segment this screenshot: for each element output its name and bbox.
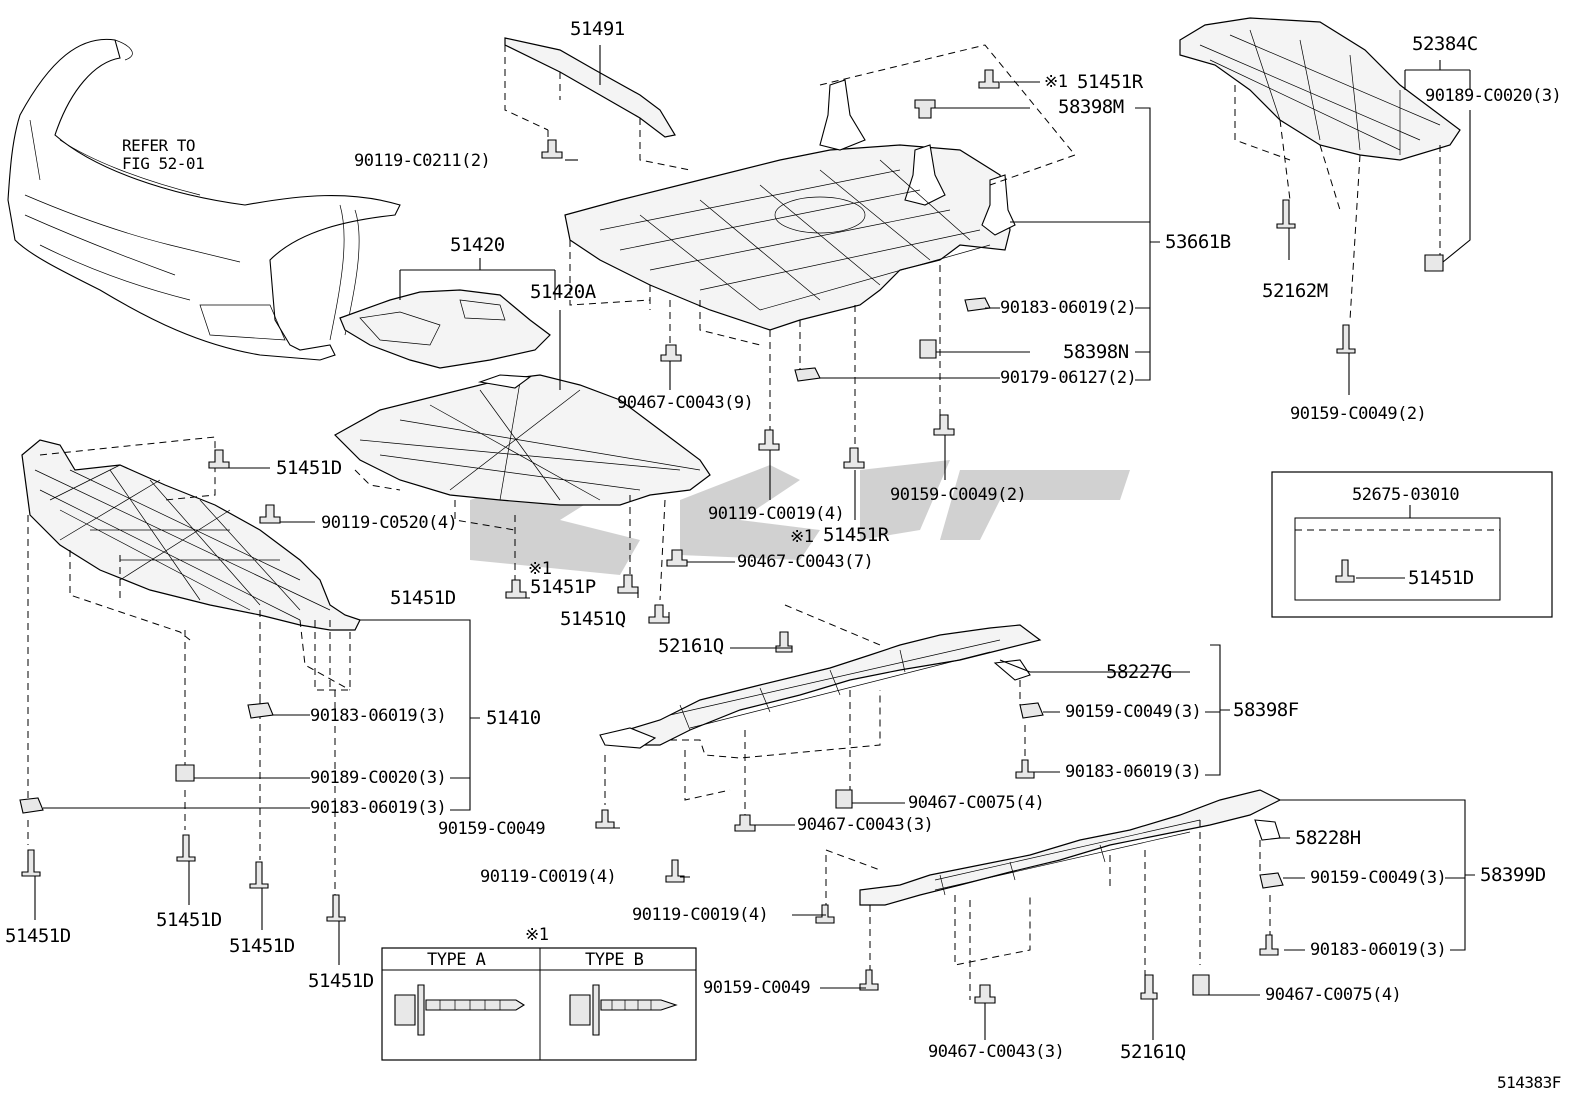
- label-90183-06019-3-c: 90183-06019(3): [1065, 762, 1202, 782]
- label-90467-c0043-3-b: 90467-C0043(3): [928, 1042, 1065, 1062]
- label-90119-c0520: 90119-C0520(4): [321, 513, 458, 533]
- part-58399d: [859, 789, 1282, 906]
- refer-note-line1: REFER TO: [122, 136, 196, 155]
- type-a-header: TYPE A: [427, 950, 486, 970]
- label-58399d: 58399D: [1480, 864, 1546, 886]
- label-90467-c0075-4-b: 90467-C0075(4): [1265, 985, 1402, 1005]
- label-51451d-left-4: 51451D: [308, 970, 374, 992]
- guide-51410-screws: [214, 465, 271, 510]
- note-mark-mid: ※1: [790, 527, 814, 547]
- label-90467-c0043-3-a: 90467-C0043(3): [797, 815, 934, 835]
- label-90467-c0075-4-a: 90467-C0075(4): [908, 793, 1045, 813]
- note-mark-top: ※1: [1044, 72, 1068, 92]
- label-90183-06019-2: 90183-06019(2): [1000, 298, 1137, 318]
- leader-lines: [34, 45, 1475, 1040]
- label-58398n: 58398N: [1063, 341, 1129, 363]
- label-90189-c0020-3-top: 90189-C0020(3): [1425, 86, 1562, 106]
- label-90119-c0019-4-b: 90119-C0019(4): [480, 867, 617, 887]
- part-58398f: [599, 624, 1042, 749]
- part-52384c: [1179, 17, 1461, 321]
- label-90119-c0019-4-c: 90119-C0019(4): [632, 905, 769, 925]
- label-90467-c0043-9: 90467-C0043(9): [617, 393, 754, 413]
- label-58398m: 58398M: [1058, 96, 1124, 118]
- type-b-header: TYPE B: [585, 950, 644, 970]
- label-90159-c0049-b: 90159-C0049: [703, 978, 811, 998]
- part-53661b: [564, 79, 1016, 331]
- label-90189-c0020-3-left: 90189-C0020(3): [310, 768, 447, 788]
- label-58227g: 58227G: [1106, 661, 1172, 683]
- label-53661b: 53661B: [1165, 231, 1231, 253]
- inset-box: [1271, 471, 1553, 618]
- fasteners: [19, 69, 1444, 1004]
- part-51410: [21, 439, 361, 631]
- label-51451r-top: 51451R: [1077, 71, 1143, 93]
- label-51451d-left-2: 51451D: [156, 909, 222, 931]
- label-51420a: 51420A: [530, 281, 596, 303]
- label-51491: 51491: [570, 18, 625, 40]
- inset-fastener-label: 51451D: [1408, 567, 1474, 589]
- label-90159-c0049-2-mid: 90159-C0049(2): [890, 485, 1027, 505]
- part-51420: [339, 289, 551, 369]
- label-90467-c0043-7: 90467-C0043(7): [737, 552, 874, 572]
- diagram-code: 514383F: [1497, 1073, 1561, 1092]
- label-58228h: 58228H: [1295, 827, 1361, 849]
- label-52161q-bottom: 52161Q: [1120, 1041, 1186, 1063]
- inset-part-number: 52675-03010: [1352, 485, 1460, 505]
- label-90159-c0049-a: 90159-C0049: [438, 819, 546, 839]
- guide-58398f: [604, 604, 1026, 815]
- label-90179-06127: 90179-06127(2): [1000, 368, 1137, 388]
- label-51451q: 51451Q: [560, 608, 626, 630]
- label-90159-c0049-3-b: 90159-C0049(3): [1310, 868, 1447, 888]
- label-51451p: 51451P: [530, 576, 596, 598]
- label-90159-c0049-2-right: 90159-C0049(2): [1290, 404, 1427, 424]
- guide-58399d: [825, 820, 1271, 1000]
- part-51491: [504, 37, 691, 171]
- label-51451d-mid: 51451D: [390, 587, 456, 609]
- guide-53661b-top: [819, 44, 1076, 186]
- label-51451r-mid: 51451R: [823, 524, 889, 546]
- part-51420a: [334, 374, 711, 506]
- label-90183-06019-3-b: 90183-06019(3): [310, 798, 447, 818]
- label-51420: 51420: [450, 234, 505, 256]
- label-58398f: 58398F: [1233, 699, 1299, 721]
- guide-53661b-bottom: [569, 240, 941, 460]
- label-51451d-top: 51451D: [276, 457, 342, 479]
- label-51410: 51410: [486, 707, 541, 729]
- type-table-note-mark: ※1: [525, 925, 549, 945]
- label-52161q-top: 52161Q: [658, 635, 724, 657]
- label-52162m: 52162M: [1262, 280, 1328, 302]
- type-table: [381, 947, 697, 1061]
- label-90183-06019-3-a: 90183-06019(3): [310, 706, 447, 726]
- label-51451d-left-3: 51451D: [229, 935, 295, 957]
- label-52384c: 52384C: [1412, 33, 1478, 55]
- label-90159-c0049-3-a: 90159-C0049(3): [1065, 702, 1202, 722]
- front-bumper: [7, 38, 401, 361]
- label-90119-c0019-4-top: 90119-C0019(4): [708, 504, 845, 524]
- label-51451d-left-1: 51451D: [5, 925, 71, 947]
- note-mark-51451p: ※1: [528, 559, 552, 579]
- refer-note-line2: FIG 52-01: [122, 154, 205, 173]
- label-90183-06019-3-d: 90183-06019(3): [1310, 940, 1447, 960]
- label-90119-c0211: 90119-C0211(2): [354, 151, 491, 171]
